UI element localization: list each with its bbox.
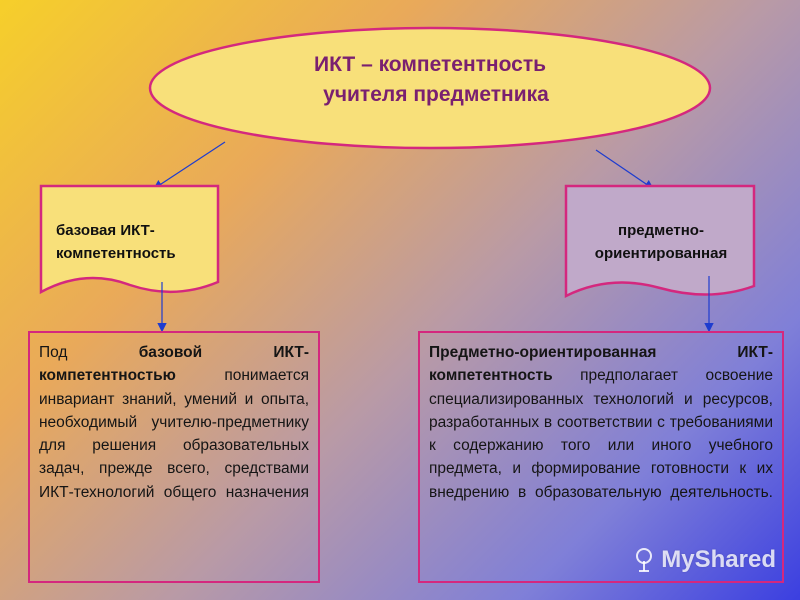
right-node-line-2: ориентированная <box>594 245 728 262</box>
title-line-2: учителя предметника <box>323 83 549 106</box>
arrow-right-branch <box>595 149 654 190</box>
tree-icon <box>636 548 653 572</box>
left-desc-bold: базовой ИКТ-компетентностью <box>39 344 309 385</box>
title-line-1: ИКТ – компетентность <box>313 53 547 76</box>
right-description-box: Предметно-ориентированная ИКТ-компетентн… <box>418 331 784 583</box>
watermark-text: MyShared <box>661 546 776 573</box>
title-ellipse <box>148 26 712 150</box>
watermark: MyShared <box>631 546 776 574</box>
left-node-line-2: компетентность <box>56 245 176 262</box>
left-desc-text: понимается инвариант знаний, умений и оп… <box>39 367 309 501</box>
right-node-shape <box>564 184 756 299</box>
right-node-label: предметно- ориентированная <box>572 219 750 265</box>
right-desc-text: предполагает освоение специализированных… <box>429 367 773 501</box>
right-node-line-1: предметно- <box>618 222 704 239</box>
arrow-left-branch <box>152 141 226 190</box>
right-desc-bold: Предметно-ориентированная ИКТ-компетентн… <box>429 344 773 385</box>
left-desc-lead: Под <box>39 344 68 361</box>
diagram-title: ИКТ – компетентность учителя предметника <box>150 50 710 110</box>
left-node-label: базовая ИКТ- компетентность <box>56 219 176 265</box>
left-node-line-1: базовая ИКТ- <box>56 222 155 239</box>
left-node-shape <box>39 184 220 295</box>
left-description-box: Под базовой ИКТ-компетентностью понимает… <box>28 331 320 583</box>
